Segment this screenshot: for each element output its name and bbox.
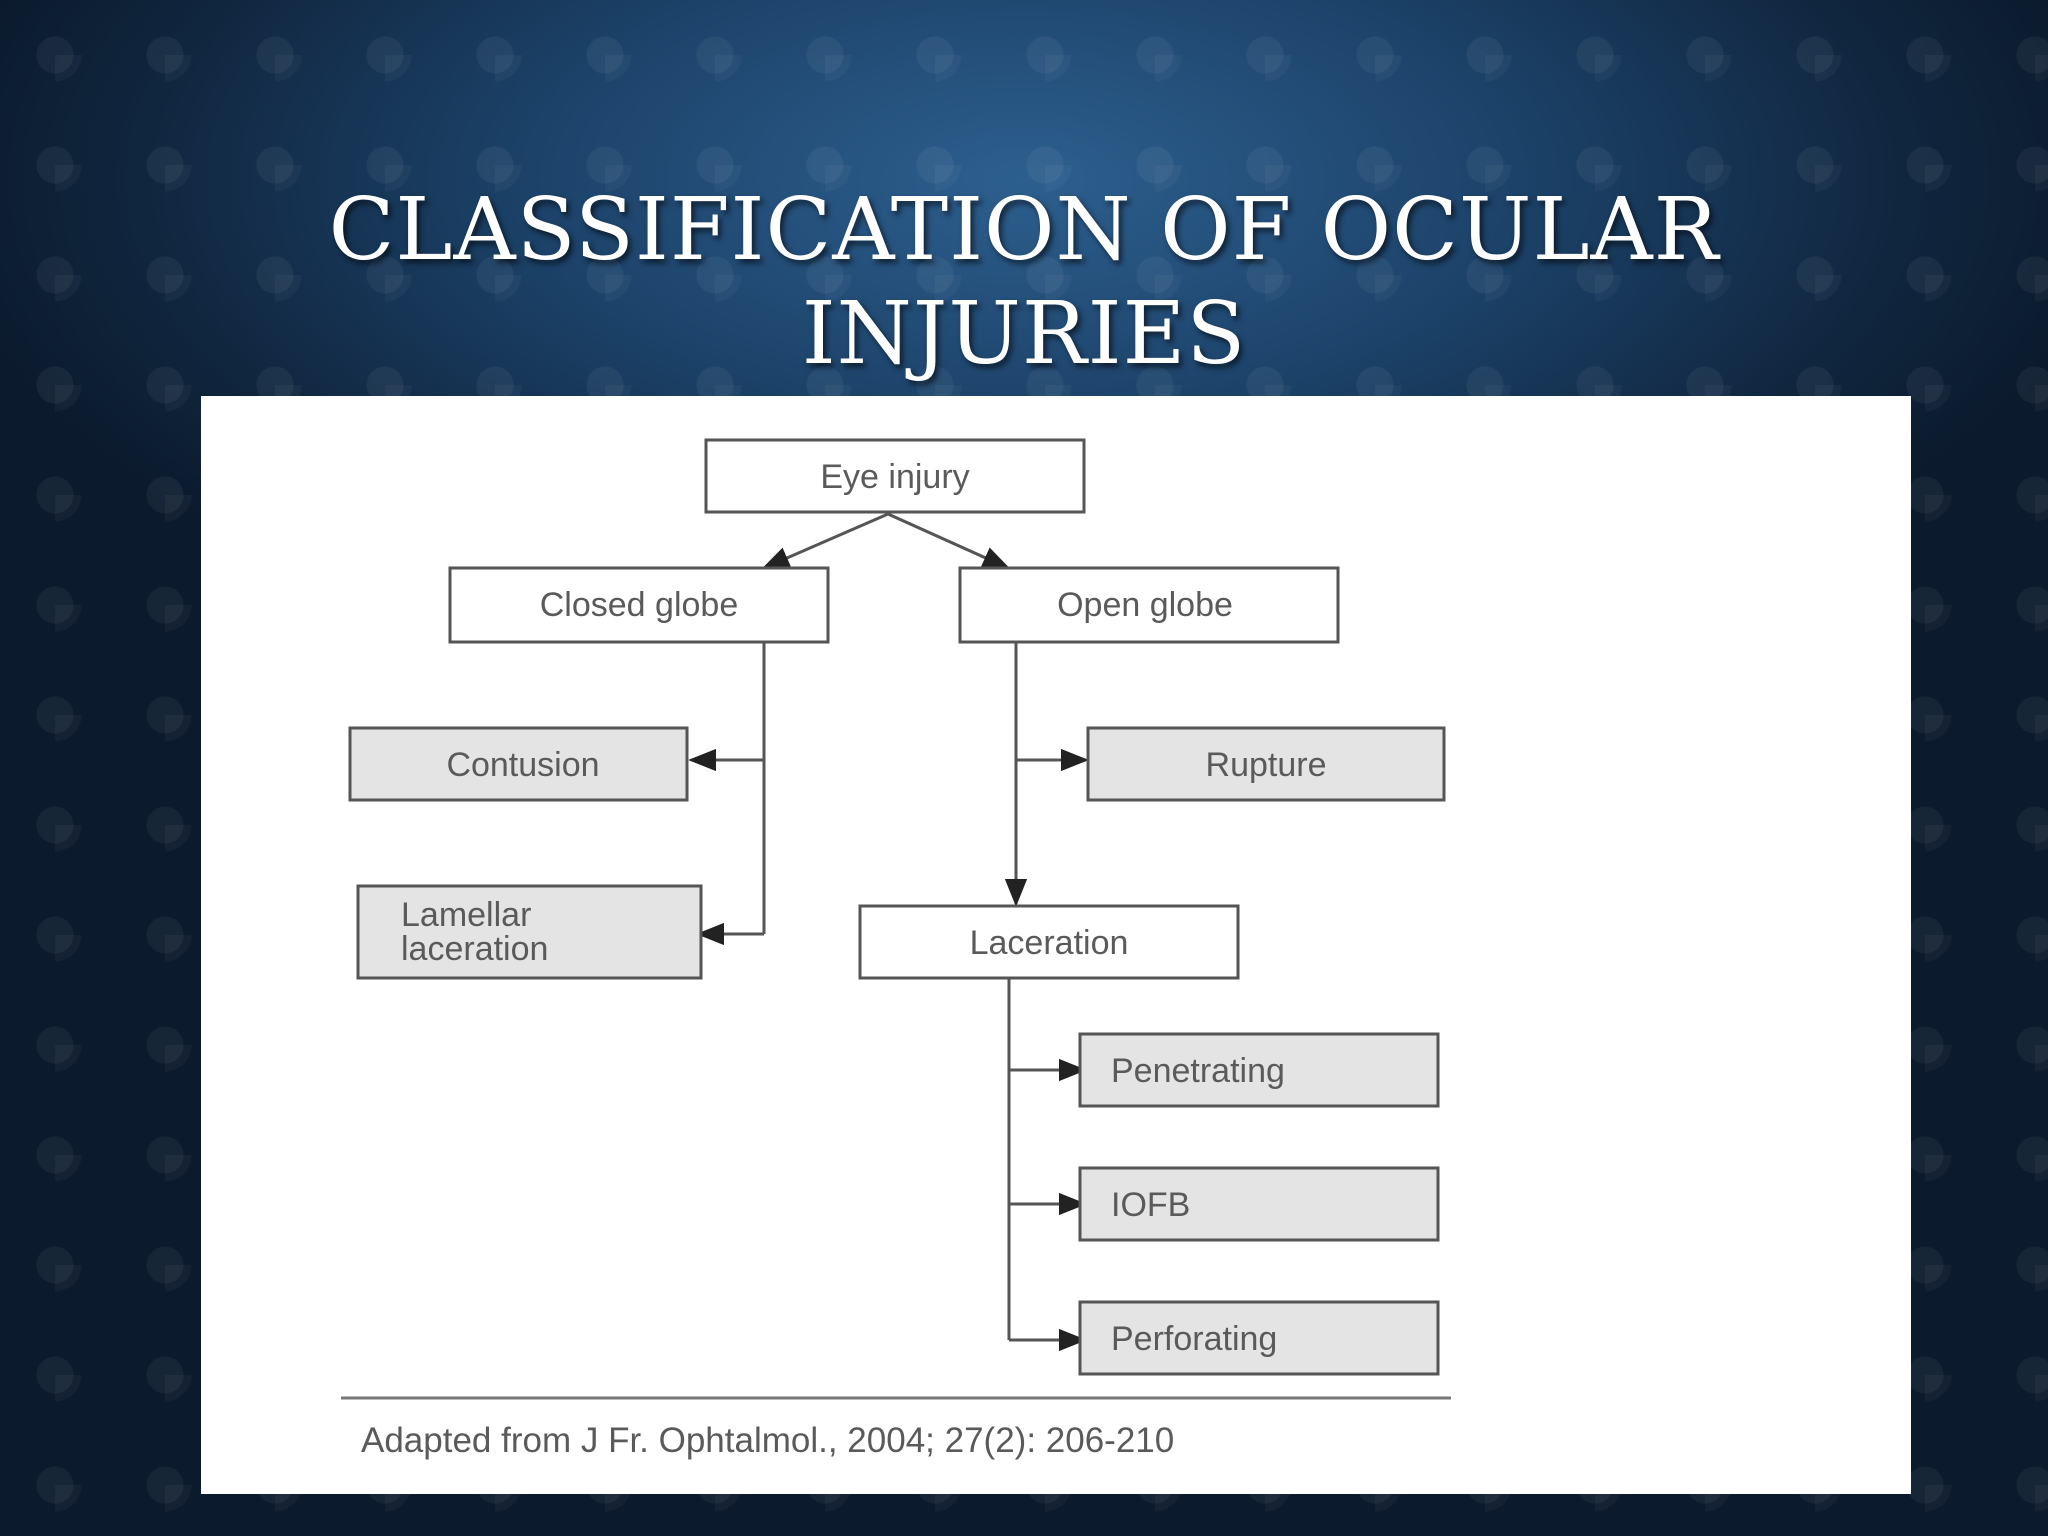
label-penetrating: Penetrating — [1111, 1052, 1285, 1090]
label-lamellar-line-2: laceration — [401, 930, 548, 968]
node-open-globe — [958, 566, 1340, 644]
citation-text: Adapted from J Fr. Ophtalmol., 2004; 27(… — [361, 1421, 1174, 1460]
label-contusion: Contusion — [446, 746, 599, 784]
label-rupture: Rupture — [1206, 746, 1327, 784]
node-eye-injury — [704, 438, 1086, 514]
node-iofb — [1078, 1166, 1440, 1242]
diagram-panel: Eye injury Closed globe Open globe Contu… — [201, 396, 1911, 1494]
label-lamellar-line-1: Lamellar — [401, 896, 531, 934]
slide-title: CLASSIFICATION OF OCULAR INJURIES — [200, 178, 1848, 386]
label-laceration: Laceration — [970, 924, 1129, 962]
node-perforating — [1078, 1300, 1440, 1376]
edge-root-open — [887, 512, 1011, 570]
edge-root-closed — [761, 512, 889, 570]
label-eye-injury: Eye injury — [820, 458, 969, 496]
classification-diagram: Eye injury Closed globe Open globe Contu… — [341, 438, 1451, 1460]
label-closed-globe: Closed globe — [540, 586, 738, 624]
label-perforating: Perforating — [1111, 1320, 1277, 1358]
node-lamellar-laceration — [356, 884, 703, 980]
label-iofb: IOFB — [1111, 1186, 1190, 1224]
node-penetrating — [1078, 1032, 1440, 1108]
slide-title-line-1: CLASSIFICATION OF OCULAR — [328, 180, 1720, 280]
node-laceration — [858, 904, 1240, 980]
node-closed-globe — [448, 566, 830, 644]
node-rupture — [1086, 726, 1446, 802]
node-contusion — [348, 726, 689, 802]
slide-title-line-2: INJURIES — [801, 284, 1247, 384]
label-open-globe: Open globe — [1057, 586, 1233, 624]
